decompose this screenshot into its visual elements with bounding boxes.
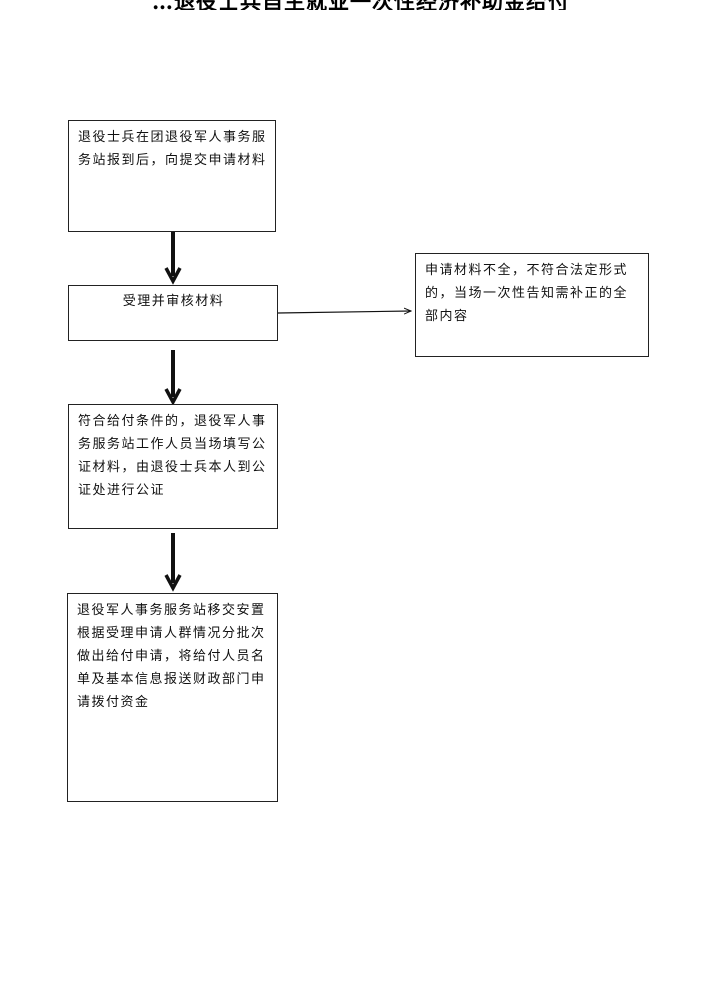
step-notarization: 符合给付条件的，退役军人事务服务站工作人员当场填写公证材料，由退役士兵本人到公证… xyxy=(68,404,278,529)
branch-incomplete-materials: 申请材料不全，不符合法定形式的，当场一次性告知需补正的全部内容 xyxy=(415,253,649,357)
step-submit-materials: 退役士兵在团退役军人事务服务站报到后，向提交申请材料 xyxy=(68,120,276,232)
step-submit-materials-text: 退役士兵在团退役军人事务服务站报到后，向提交申请材料 xyxy=(78,130,267,168)
arrow-step1-to-step2 xyxy=(164,232,182,285)
arrow-step2-to-branch xyxy=(277,311,411,313)
arrow-step3-to-step4 xyxy=(164,533,182,592)
step-review-materials-text: 受理并审核材料 xyxy=(122,294,225,309)
step-payment-application-text: 退役军人事务服务站移交安置根据受理申请人群情况分批次做出给付申请，将给付人员名单… xyxy=(77,603,266,710)
step-notarization-text: 符合给付条件的，退役军人事务服务站工作人员当场填写公证材料，由退役士兵本人到公证… xyxy=(78,414,267,498)
step-payment-application: 退役军人事务服务站移交安置根据受理申请人群情况分批次做出给付申请，将给付人员名单… xyxy=(67,593,278,802)
arrow-step2-to-step3 xyxy=(164,350,182,406)
branch-incomplete-materials-text: 申请材料不全，不符合法定形式的，当场一次性告知需补正的全部内容 xyxy=(425,263,629,324)
page-title: …退役士兵自主就业一次性经济补助金给付 xyxy=(0,0,722,10)
step-review-materials: 受理并审核材料 xyxy=(68,285,278,341)
